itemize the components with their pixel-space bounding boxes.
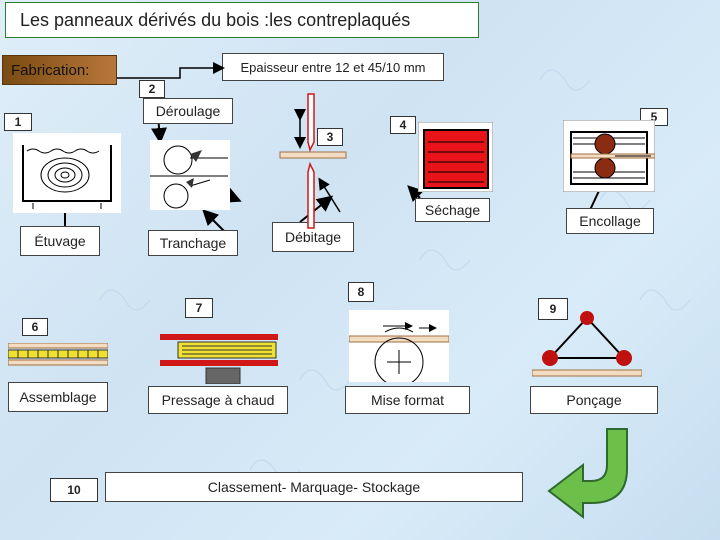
step-number-1: 1 bbox=[4, 113, 32, 131]
step-number-7: 7 bbox=[185, 298, 213, 318]
label-assemblage: Assemblage bbox=[8, 382, 108, 412]
step-number-9: 9 bbox=[538, 298, 568, 320]
label-assemblage-text: Assemblage bbox=[19, 389, 97, 405]
curved-arrow-icon bbox=[547, 428, 628, 520]
fabrication-label: Fabrication: bbox=[2, 55, 117, 85]
label-etuvage: Étuvage bbox=[20, 226, 100, 256]
label-encollage-text: Encollage bbox=[579, 213, 641, 229]
step-number-3: 3 bbox=[317, 128, 343, 146]
etuvage-illustration bbox=[13, 133, 121, 213]
label-tranchage: Tranchage bbox=[148, 230, 238, 256]
label-sechage-text: Séchage bbox=[424, 202, 481, 218]
pressage-illustration bbox=[160, 334, 278, 384]
thickness-note-text: Epaisseur entre 12 et 45/10 mm bbox=[240, 59, 426, 75]
assemblage-illustration bbox=[8, 343, 108, 366]
label-etuvage-text: Étuvage bbox=[34, 233, 86, 249]
label-pressage: Pressage à chaud bbox=[148, 386, 288, 414]
label-mise-format-text: Mise format bbox=[370, 392, 445, 408]
thickness-note: Epaisseur entre 12 et 45/10 mm bbox=[222, 53, 444, 81]
label-sechage: Séchage bbox=[415, 198, 490, 222]
debitage-illustration bbox=[279, 93, 347, 229]
label-encollage: Encollage bbox=[566, 208, 654, 234]
label-mise-format: Mise format bbox=[345, 386, 470, 414]
label-deroulage-text: Déroulage bbox=[155, 103, 221, 119]
step-number-8: 8 bbox=[348, 282, 374, 302]
fabrication-arrow bbox=[117, 62, 225, 79]
label-debitage-text: Débitage bbox=[284, 229, 342, 245]
slide-title: Les panneaux dérivés du bois :les contre… bbox=[5, 2, 479, 38]
step-number-6: 6 bbox=[22, 318, 48, 336]
label-poncage-text: Ponçage bbox=[566, 392, 622, 408]
encollage-illustration bbox=[563, 120, 655, 192]
label-tranchage-text: Tranchage bbox=[159, 235, 227, 251]
deroulage-illustration bbox=[150, 140, 230, 210]
mise-format-illustration bbox=[349, 310, 449, 382]
step-number-4: 4 bbox=[390, 116, 416, 134]
label-classement-text: Classement- Marquage- Stockage bbox=[207, 479, 421, 495]
step-number-2: 2 bbox=[139, 80, 165, 98]
step-number-10: 10 bbox=[50, 478, 98, 502]
label-poncage: Ponçage bbox=[530, 386, 658, 414]
label-pressage-text: Pressage à chaud bbox=[161, 392, 275, 408]
poncage-illustration bbox=[532, 311, 642, 377]
sechage-illustration bbox=[418, 122, 493, 192]
label-deroulage: Déroulage bbox=[143, 98, 233, 124]
label-classement: Classement- Marquage- Stockage bbox=[105, 472, 523, 502]
